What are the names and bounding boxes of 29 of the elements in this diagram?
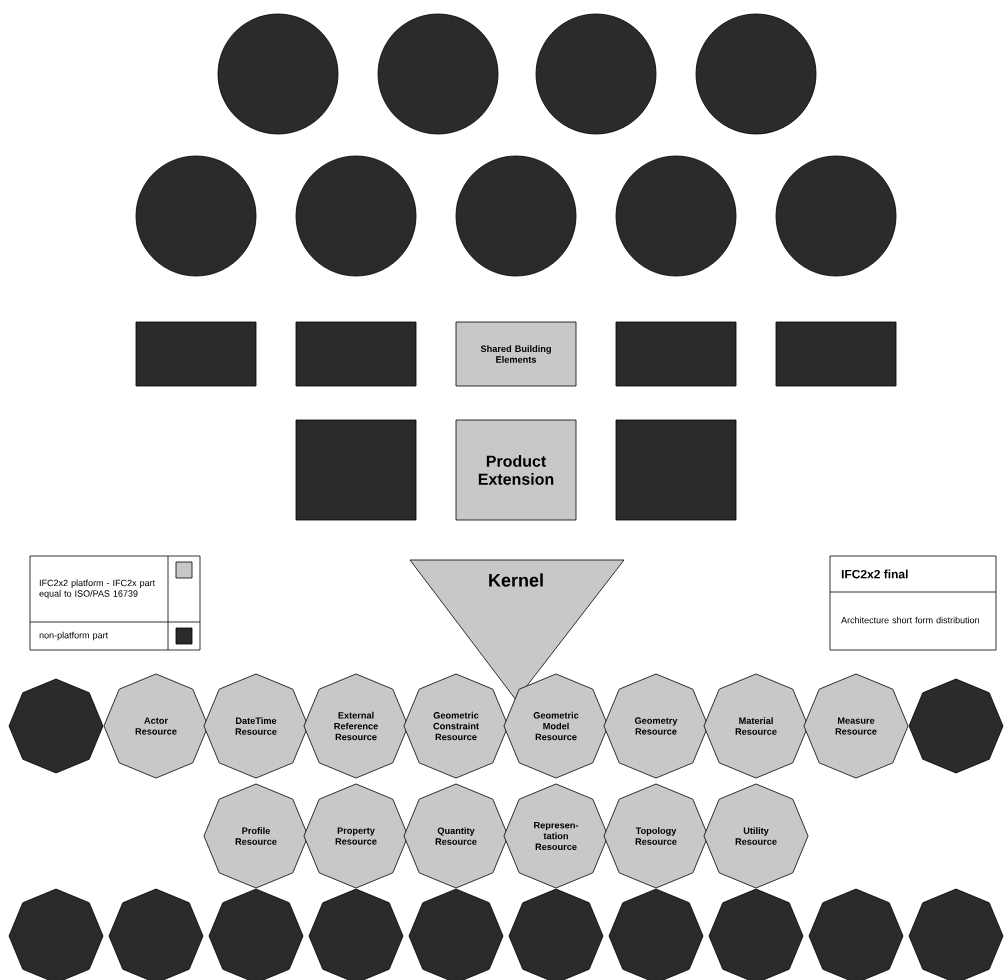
resource-octagon (308, 888, 404, 980)
domain-circle (295, 155, 417, 277)
module-box (615, 321, 737, 387)
resource-octagon (908, 888, 1004, 980)
resource-octagon (908, 678, 1004, 774)
module-box (295, 419, 417, 521)
module-box (615, 419, 737, 521)
domain-circle (615, 155, 737, 277)
domain-circle (695, 13, 817, 135)
resource-octagon (808, 888, 904, 980)
module-box (295, 321, 417, 387)
domain-circle (455, 155, 577, 277)
resource-octagon (108, 888, 204, 980)
resource-octagon (8, 678, 104, 774)
module-box: Product Extension (455, 419, 577, 521)
resource-octagon (408, 888, 504, 980)
kernel-triangle: Kernel (409, 559, 625, 701)
domain-circle (775, 155, 897, 277)
resource-octagon (708, 888, 804, 980)
resource-octagon (208, 888, 304, 980)
resource-octagon (608, 888, 704, 980)
resource-octagon (8, 888, 104, 980)
module-box (135, 321, 257, 387)
domain-circle (535, 13, 657, 135)
domain-circle (377, 13, 499, 135)
module-box (775, 321, 897, 387)
domain-circle (217, 13, 339, 135)
domain-circle (135, 155, 257, 277)
resource-octagon (508, 888, 604, 980)
